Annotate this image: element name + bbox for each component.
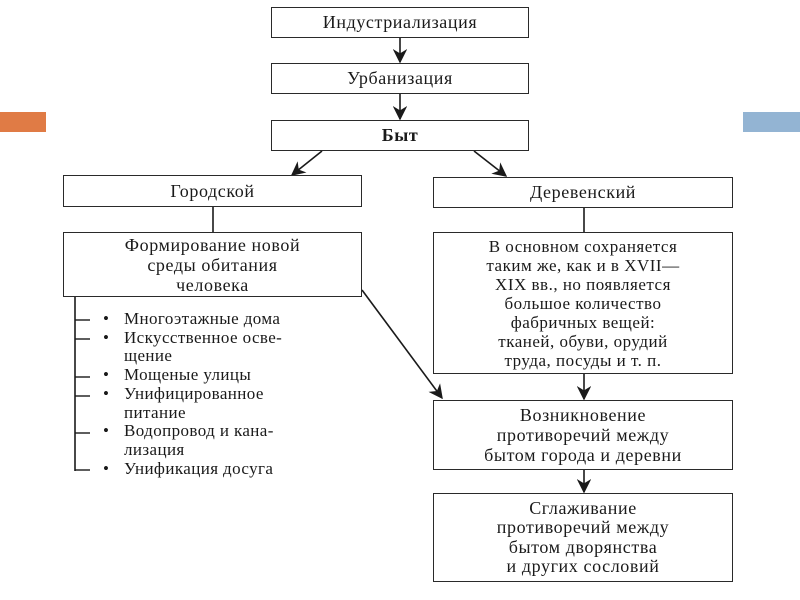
urban-summary-line: человека xyxy=(176,274,249,295)
bullet-icon: • xyxy=(103,458,110,478)
urban-summary-line: среды обитания xyxy=(147,254,278,275)
rural-summary-line: В основном сохраняется xyxy=(488,236,678,256)
contradictions-line: противоречий между xyxy=(496,425,670,445)
list-item: • Мощеные улицы xyxy=(103,365,252,385)
contradictions-line: бытом города и деревни xyxy=(484,445,682,465)
rural-summary-line: XIX вв., но появляется xyxy=(495,274,671,294)
box-industrialization: Индустриализация xyxy=(271,7,529,38)
arrow-byt-to-urban xyxy=(290,150,323,176)
bullet-icon: • xyxy=(103,327,110,347)
box-industrialization-label: Индустриализация xyxy=(322,12,478,32)
rural-summary-line: труда, посуды и т. п. xyxy=(504,350,662,370)
list-item: • Водопровод и кана- лизация xyxy=(103,421,274,459)
box-byt-label: Быт xyxy=(381,125,419,145)
box-byt: Быт xyxy=(271,120,529,151)
contradictions-line: Возникновение xyxy=(519,405,647,425)
bullet-icon: • xyxy=(103,383,110,403)
urban-summary-line: Формирование новой xyxy=(124,234,301,255)
smoothing-line: противоречий между xyxy=(496,517,670,537)
smoothing-line: бытом дворянства xyxy=(508,536,658,557)
list-item: • Унификация досуга xyxy=(103,458,274,478)
rural-summary-line: таким же, как и в XVII— xyxy=(486,255,680,275)
box-smoothing: Сглаживание противоречий между бытом дво… xyxy=(433,493,733,582)
rural-summary-line: фабричных вещей: xyxy=(510,312,656,332)
list-item: • Многоэтажные дома xyxy=(103,309,281,328)
decorative-orange-bar xyxy=(0,112,46,132)
arrow-byt-to-rural xyxy=(473,150,508,177)
box-urbanization-label: Урбанизация xyxy=(347,68,453,88)
list-item: • Унифицированное питание xyxy=(103,383,264,422)
box-urban: Городской xyxy=(63,175,362,207)
rural-summary-line: большое количество xyxy=(504,293,662,313)
list-bracket xyxy=(74,297,90,471)
list-item: • Искусственное осве- щение xyxy=(103,327,283,366)
rural-summary-line: тканей, обуви, орудий xyxy=(498,331,668,351)
bullet-icon: • xyxy=(103,421,110,441)
smoothing-line: и других сословий xyxy=(506,556,660,576)
box-urbanization: Урбанизация xyxy=(271,63,529,94)
box-rural: Деревенский xyxy=(433,177,733,208)
decorative-blue-bar xyxy=(743,112,800,132)
bullet-icon: • xyxy=(103,365,110,385)
box-rural-summary: В основном сохраняется таким же, как и в… xyxy=(433,232,733,374)
smoothing-line: Сглаживание xyxy=(529,497,637,518)
box-rural-label: Деревенский xyxy=(529,182,637,202)
box-urban-summary: Формирование новой среды обитания челове… xyxy=(63,232,362,297)
urban-features-list: • Многоэтажные дома • Искусственное осве… xyxy=(96,309,386,478)
box-urban-label: Городской xyxy=(170,180,255,201)
bullet-icon: • xyxy=(103,309,110,328)
box-contradictions: Возникновение противоречий между бытом г… xyxy=(433,400,733,470)
